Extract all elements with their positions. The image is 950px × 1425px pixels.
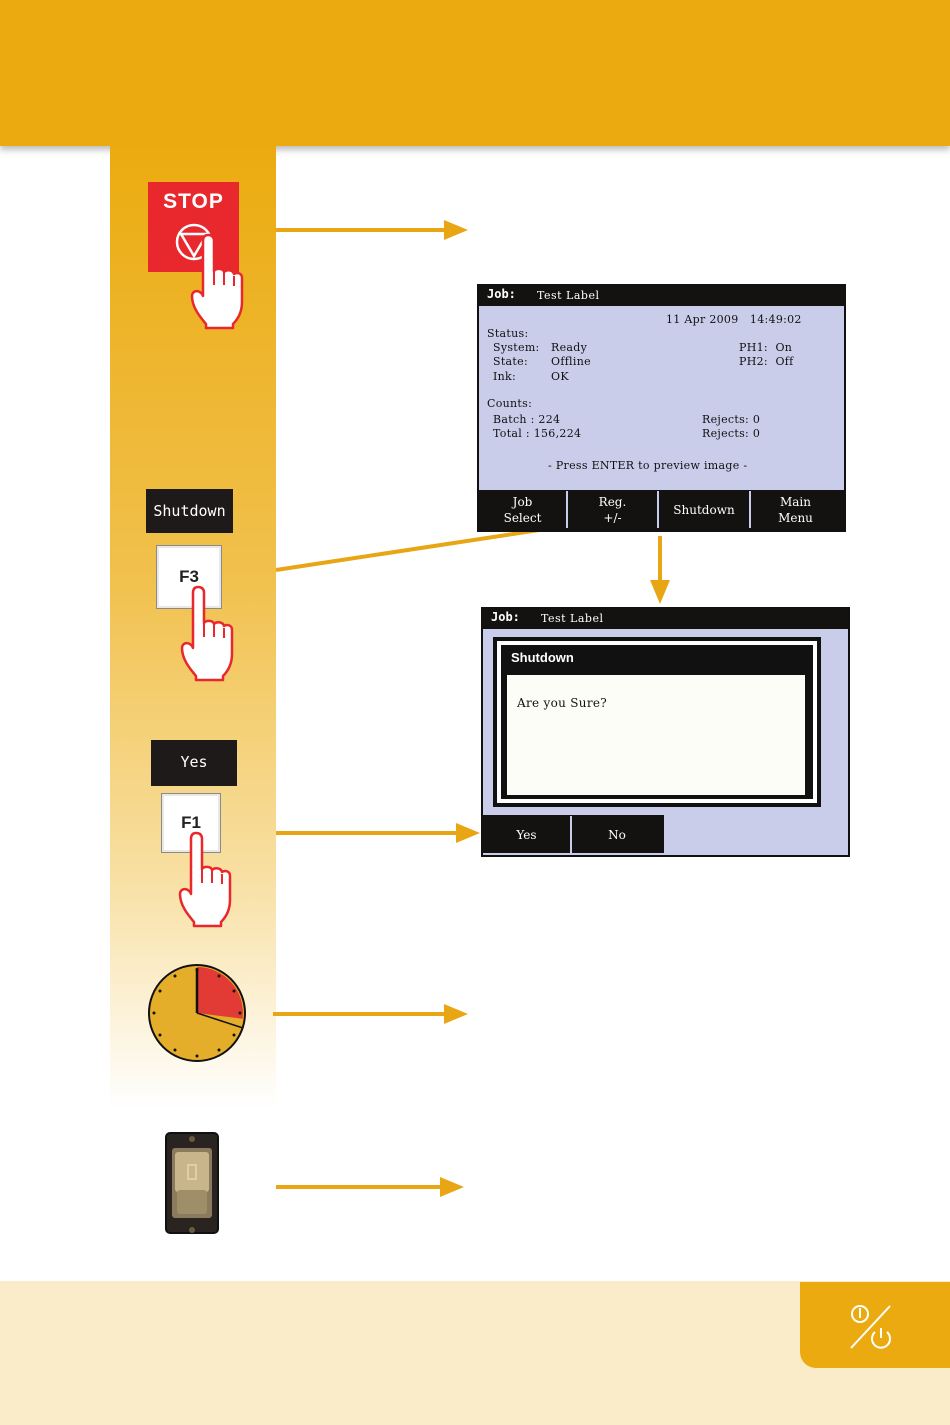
no-button[interactable]: No [608,827,626,842]
status-screen-topbar: Job: Test Label [479,286,844,306]
hand-pointer-icon [180,585,234,682]
yes-button[interactable]: Yes [483,816,572,853]
job-name: Test Label [537,289,600,302]
preview-prompt: - Press ENTER to preview image - [548,459,748,472]
state-label: State: [493,355,528,368]
corner-tab [800,1282,950,1368]
power-onoff-icon [850,1305,891,1349]
arrow-timer [273,1004,468,1024]
rejects-batch: Rejects: 0 [702,413,761,426]
batch-count: Batch : 224 [493,413,561,426]
datetime: 11 Apr 2009 14:49:02 [666,313,802,326]
job-label: Job: [491,610,520,624]
rocker-switch-icon[interactable] [163,1130,221,1238]
confirm-dialog: Shutdown Are you Sure? [493,637,821,807]
confirm-screen: Job: Test Label Shutdown Are you Sure? Y… [481,607,850,857]
hand-pointer-icon [178,831,232,928]
status-heading: Status: [487,327,529,340]
reg-button[interactable]: Reg.+/- [568,491,659,528]
arrow-switch [276,1177,464,1197]
shutdown-button[interactable]: Shutdown [659,491,751,528]
footer-band [0,1281,950,1425]
dialog-question: Are you Sure? [517,696,607,710]
ph2-status: PH2: Off [739,355,794,368]
job-name: Test Label [541,612,604,625]
total-count: Total : 156,224 [493,427,582,440]
yes-softkey[interactable]: Yes [151,740,237,786]
shutdown-softkey[interactable]: Shutdown [146,489,233,533]
ink-label: Ink: [493,370,517,383]
state-value: Offline [551,355,591,368]
dialog-title: Shutdown [511,650,574,665]
ph1-status: PH1: On [739,341,793,354]
dialog-body: Are you Sure? [507,675,805,795]
rejects-total: Rejects: 0 [702,427,761,440]
hand-pointer-icon [190,233,244,330]
status-screen: Job: Test Label 11 Apr 2009 14:49:02 Sta… [477,284,846,532]
header-band [0,0,950,146]
arrow-yes [276,823,480,843]
arrow-stop [276,220,468,240]
counts-heading: Counts: [487,397,533,410]
confirm-button-bar: Yes No [483,815,664,853]
ink-value: OK [551,370,569,383]
f1-key[interactable]: F1 [161,793,221,853]
clock-icon [148,964,246,1062]
stop-label: STOP [163,190,224,213]
confirm-screen-topbar: Job: Test Label [483,609,848,629]
system-value: Ready [551,341,588,354]
f3-key[interactable]: F3 [156,545,222,609]
system-label: System: [493,341,540,354]
arrow-down [650,536,670,604]
job-label: Job: [487,287,516,301]
